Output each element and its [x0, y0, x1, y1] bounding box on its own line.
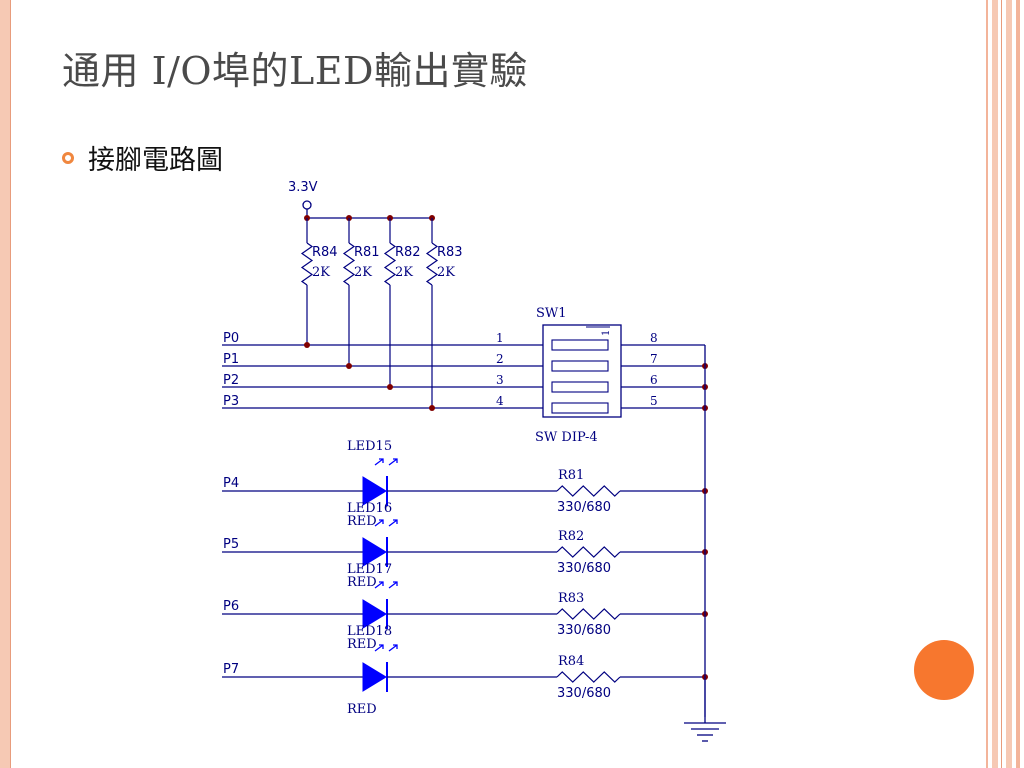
pullup-name: R82: [395, 245, 421, 260]
pullup-value: 2K: [312, 265, 330, 280]
led-resistor-symbol: [556, 485, 621, 497]
pullup-value: 2K: [437, 265, 455, 280]
bullet-icon: [62, 151, 74, 164]
pullup-value: 2K: [395, 265, 413, 280]
pullup-name: R81: [354, 245, 380, 260]
switch-ref: SW1: [536, 306, 567, 321]
led-resistor-value: 330/680: [557, 561, 611, 576]
ground-icon: [684, 717, 726, 742]
led-resistor-value: 330/680: [557, 500, 611, 515]
output-port-label: P6: [223, 599, 239, 614]
switch-pin-left: 1: [496, 331, 504, 345]
led-resistor-value: 330/680: [557, 686, 611, 701]
switch-pin-left: 3: [496, 373, 504, 387]
led-resistor-symbol: [556, 671, 621, 683]
light-arrow-icon: [388, 644, 398, 652]
switch-toggle: [551, 402, 609, 414]
supply-terminal-icon: [302, 200, 312, 210]
light-arrow-icon: [374, 644, 384, 652]
switch-part: SW DIP-4: [535, 430, 598, 445]
junction-dot: [387, 384, 393, 390]
led-diode-icon: [362, 476, 387, 506]
output-port-label: P4: [223, 476, 239, 491]
slide-title: 通用 I/O埠的LED輸出實驗: [62, 49, 528, 93]
led-diode-icon: [362, 537, 387, 567]
dip-switch: SW1 1 SW DIP-4: [535, 306, 622, 445]
input-lines: P0 1 8P1 2 7P2 3 6P3 4 5: [222, 331, 708, 411]
switch-toggle: [551, 339, 609, 351]
light-arrow-icon: [388, 519, 398, 527]
light-arrow-icon: [388, 458, 398, 466]
resistor-r84-symbol: [300, 242, 314, 286]
light-arrow-icon: [388, 581, 398, 589]
led-color: RED: [347, 575, 377, 590]
switch-pin-right: 5: [650, 394, 658, 408]
light-arrow-icon: [374, 581, 384, 589]
led-name: LED15: [347, 439, 392, 454]
light-arrow-icon: [374, 519, 384, 527]
pullup-value: 2K: [354, 265, 372, 280]
pullup-name: R83: [437, 245, 463, 260]
bullet-item: 接腳電路圖: [62, 138, 223, 177]
switch-pin-right: 6: [650, 373, 658, 387]
switch-pin-right: 7: [650, 352, 658, 366]
led-resistor-symbol: [556, 546, 621, 558]
pullup-resistors: R84 2K R81 2K R82 2K R83 2K: [300, 215, 463, 408]
led-color: RED: [347, 637, 377, 652]
led-name: LED16: [347, 501, 392, 516]
junction-dot: [346, 363, 352, 369]
led-resistor-name: R81: [558, 468, 584, 483]
input-port-label: P1: [223, 352, 239, 367]
decor-orange-circle: [914, 640, 974, 700]
output-port-label: P5: [223, 537, 239, 552]
junction-dot: [429, 405, 435, 411]
led-resistor-symbol: [556, 608, 621, 620]
junction-dot: [304, 342, 310, 348]
switch-pin-left: 2: [496, 352, 504, 366]
resistor-r83-symbol: [425, 242, 439, 286]
led-name: LED18: [347, 624, 392, 639]
led-resistor-name: R83: [558, 591, 584, 606]
input-port-label: P3: [223, 394, 239, 409]
right-decor-stripes: [978, 0, 1024, 768]
output-port-label: P7: [223, 662, 239, 677]
switch-toggle: [551, 360, 609, 372]
led-color: RED: [347, 514, 377, 529]
led-diode-icon: [362, 599, 387, 629]
left-decor-stripe: [0, 0, 11, 768]
led-name: LED17: [347, 562, 392, 577]
resistor-r82-symbol: [383, 242, 397, 286]
input-port-label: P2: [223, 373, 239, 388]
pullup-name: R84: [312, 245, 338, 260]
led-rows: LED15P4R81330/680LED16REDP5R82330/680LED…: [222, 439, 708, 717]
light-arrow-icon: [374, 458, 384, 466]
led-color: RED: [347, 702, 377, 717]
led-resistor-value: 330/680: [557, 623, 611, 638]
input-port-label: P0: [223, 331, 239, 346]
switch-pin-left: 4: [496, 394, 504, 408]
led-resistor-name: R82: [558, 529, 584, 544]
led-diode-icon: [362, 662, 387, 692]
bullet-text: 接腳電路圖: [88, 145, 223, 176]
switch-toggle: [551, 381, 609, 393]
resistor-r81-symbol: [342, 242, 356, 286]
schematic-svg: 3.3V R84 2K R81 2K R82 2K R83 2K P0 1 8P1 2 7P2 3 6P3…: [222, 180, 726, 742]
switch-pin-right: 8: [650, 331, 658, 345]
supply-label: 3.3V: [288, 180, 318, 195]
switch-index-mark: 1: [601, 330, 612, 336]
led-resistor-name: R84: [558, 654, 584, 669]
